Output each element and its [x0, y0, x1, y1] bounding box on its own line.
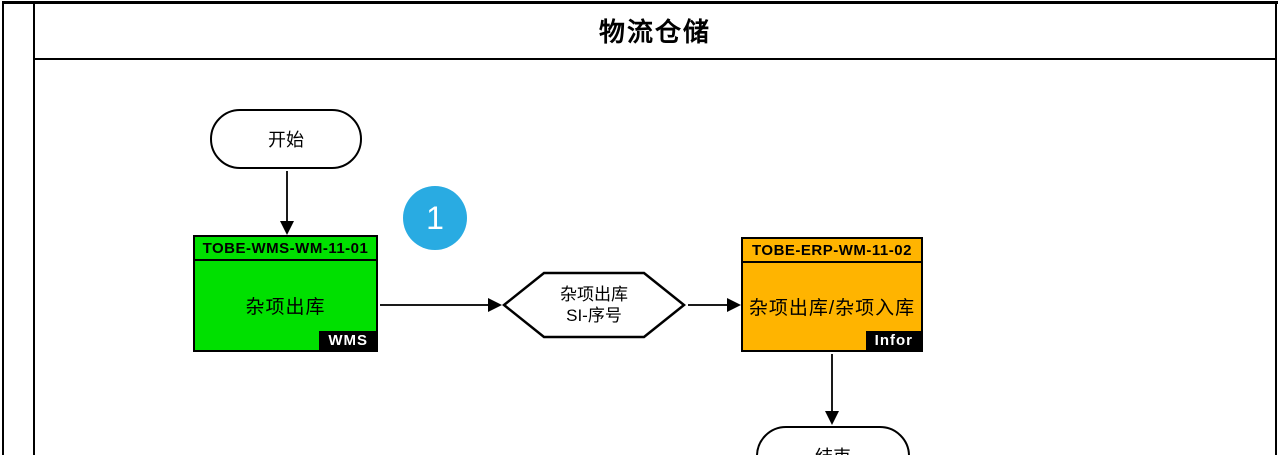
start-node-label: 开始 [268, 130, 304, 150]
wms-task-code: TOBE-WMS-WM-11-01 [195, 237, 376, 261]
reference-hexagon-node: 杂项出库 SI-序号 [502, 271, 686, 339]
lane-title: 物流仓储 [598, 16, 711, 47]
reference-line2: SI-序号 [566, 306, 622, 325]
frame-right-border [1275, 1, 1277, 455]
edge-erp-to-end [831, 354, 833, 412]
erp-task-code: TOBE-ERP-WM-11-02 [743, 239, 921, 263]
wms-task-node: TOBE-WMS-WM-11-01 杂项出库 WMS [193, 235, 378, 352]
hexagon-shape [502, 271, 686, 339]
step-marker-1-number: 1 [426, 199, 444, 236]
reference-line1: 杂项出库 [560, 285, 628, 304]
lane-header-divider [33, 1, 35, 455]
arrowhead-down-icon [280, 221, 294, 235]
reference-hexagon-text: 杂项出库 SI-序号 [502, 271, 686, 339]
arrowhead-right-icon [488, 298, 502, 312]
step-marker-1: 1 [403, 186, 467, 250]
erp-task-label: 杂项出库/杂项入库 [748, 298, 916, 319]
frame-left-border [2, 1, 4, 455]
erp-system-tag: Infor [865, 331, 922, 351]
end-node: 结束 [756, 426, 910, 455]
arrowhead-right-icon [727, 298, 741, 312]
edge-reference-to-erp [688, 304, 729, 306]
edge-start-to-wms [286, 171, 288, 222]
title-row-separator [35, 58, 1275, 60]
erp-task-node: TOBE-ERP-WM-11-02 杂项出库/杂项入库 Infor [741, 237, 923, 352]
wms-task-label: 杂项出库 [245, 297, 326, 318]
end-node-label: 结束 [815, 443, 851, 455]
arrowhead-down-icon [825, 411, 839, 425]
edge-wms-to-reference [380, 304, 490, 306]
wms-system-tag: WMS [319, 331, 377, 351]
start-node: 开始 [210, 109, 362, 169]
frame-top-border [2, 1, 1278, 4]
